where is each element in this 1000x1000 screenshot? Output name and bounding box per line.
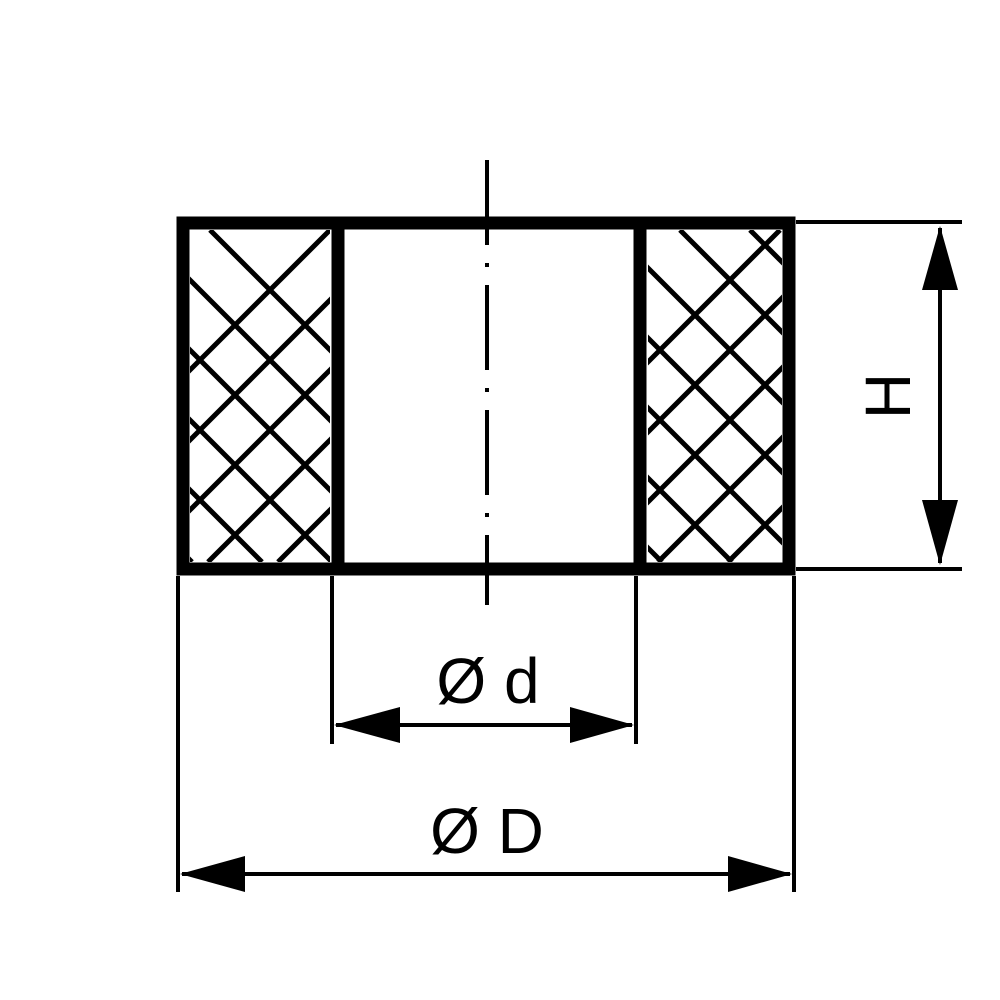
height-arrow-bottom	[922, 500, 958, 565]
right-hatch	[648, 230, 782, 562]
height-label: H	[852, 373, 924, 419]
height-arrow-top	[922, 226, 958, 290]
inner-diameter-label: Ø d	[436, 645, 539, 717]
outer-diameter-dimension	[176, 576, 796, 892]
inner-arrow-left	[334, 707, 400, 743]
outer-diameter-label: Ø D	[430, 795, 544, 867]
outer-arrow-left	[180, 856, 245, 892]
height-dimension	[796, 220, 962, 571]
inner-diameter-dimension	[330, 576, 638, 744]
outer-arrow-right	[728, 856, 792, 892]
inner-arrow-right	[570, 707, 634, 743]
part-outline	[176, 216, 796, 576]
left-hatch	[190, 230, 330, 562]
